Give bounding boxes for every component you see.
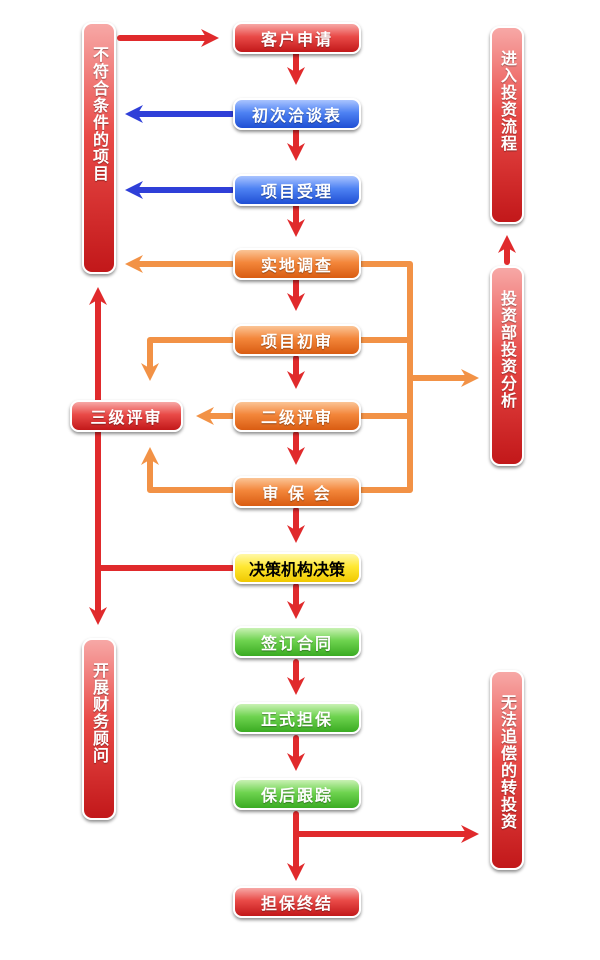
box-enter-investment-process: 进入投资流程 [490, 26, 524, 224]
box-third-level-review: 三级评审 [70, 400, 183, 432]
box-post-guarantee-tracking: 保后跟踪 [233, 778, 361, 810]
box-site-investigation: 实地调查 [233, 248, 361, 280]
box-investment-analysis: 投资部投资分析 [490, 266, 524, 466]
investment-analysis-label: 投资部投资分析 [498, 290, 517, 409]
box-initial-negotiation-form: 初次洽谈表 [233, 98, 361, 130]
box-guarantee-termination: 担保终结 [233, 886, 361, 918]
decision-feedback-lines [89, 287, 235, 625]
box-decision-authority: 决策机构决策 [233, 552, 361, 584]
box-financial-advisory: 开展财务顾问 [82, 638, 116, 820]
box-transfer-investment: 无法追偿的转投资 [490, 670, 524, 870]
box-formal-guarantee: 正式担保 [233, 702, 361, 734]
box-sign-contract: 签订合同 [233, 626, 361, 658]
box-second-level-review: 二级评审 [233, 400, 361, 432]
box-review-committee: 审 保 会 [233, 476, 361, 508]
financial-advisory-label: 开展财务顾问 [90, 662, 109, 764]
box-preliminary-review: 项目初审 [233, 324, 361, 356]
enter-investment-label: 进入投资流程 [498, 50, 517, 152]
orange-connectors [125, 255, 479, 493]
transfer-investment-label: 无法追偿的转投资 [498, 694, 517, 830]
box-project-acceptance: 项目受理 [233, 174, 361, 206]
box-nonqualifying-projects: 不符合条件的项目 [82, 22, 116, 274]
nonqualifying-label: 不符合条件的项目 [90, 46, 109, 182]
box-customer-application: 客户申请 [233, 22, 361, 54]
